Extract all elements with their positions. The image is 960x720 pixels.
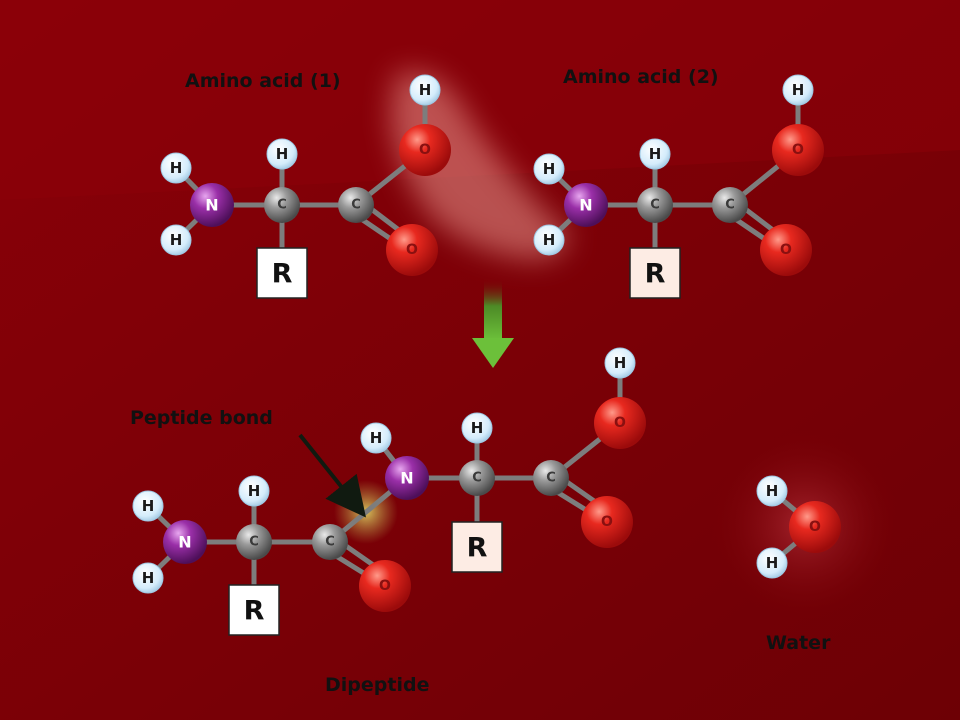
hydrogen-atom: H	[132, 562, 164, 594]
nitrogen-atom: N	[564, 183, 608, 227]
hydrogen-atom: H	[604, 347, 636, 379]
svg-text:H: H	[766, 482, 779, 500]
svg-text:C: C	[277, 198, 287, 213]
svg-text:H: H	[248, 482, 261, 500]
hydrogen-atom: H	[782, 74, 814, 106]
carbon-atom: C	[312, 524, 348, 560]
hydrogen-atom: H	[132, 490, 164, 522]
svg-text:C: C	[351, 198, 361, 213]
amino-acid-1: H H H H N C C O O R	[160, 74, 451, 299]
hydrogen-atom: H	[238, 475, 270, 507]
carbon-atom: C	[338, 187, 374, 223]
amino-acid-2: H H H H N C C O O R	[533, 74, 824, 299]
svg-text:H: H	[142, 497, 155, 515]
svg-text:H: H	[766, 554, 779, 572]
svg-text:H: H	[142, 569, 155, 587]
svg-text:O: O	[780, 242, 792, 258]
svg-text:C: C	[472, 471, 482, 486]
dipeptide: H H H H H H N N C C C C O O O R R	[132, 347, 646, 636]
carbon-atom: C	[533, 460, 569, 496]
water-molecule: H H O	[756, 475, 841, 579]
water-removal-highlight	[390, 72, 570, 260]
hydrogen-atom: H	[160, 224, 192, 256]
svg-text:H: H	[471, 419, 484, 437]
svg-text:C: C	[249, 535, 259, 550]
r-group-box: R	[228, 584, 280, 636]
oxygen-atom: O	[386, 224, 438, 276]
r-group-box: R	[256, 247, 308, 299]
oxygen-atom: O	[760, 224, 812, 276]
oxygen-atom: O	[772, 124, 824, 176]
nitrogen-atom: N	[163, 520, 207, 564]
svg-text:H: H	[543, 160, 556, 178]
carbon-atom: C	[236, 524, 272, 560]
carbon-atom: C	[712, 187, 748, 223]
hydrogen-atom: H	[409, 74, 441, 106]
oxygen-atom: O	[594, 397, 646, 449]
svg-text:O: O	[614, 415, 626, 431]
nitrogen-atom: N	[190, 183, 234, 227]
svg-text:O: O	[601, 514, 613, 530]
svg-text:R: R	[467, 533, 488, 564]
svg-text:H: H	[792, 81, 805, 99]
oxygen-atom: O	[581, 496, 633, 548]
carbon-atom: C	[459, 460, 495, 496]
svg-text:C: C	[325, 535, 335, 550]
hydrogen-atom: H	[461, 412, 493, 444]
svg-text:H: H	[370, 429, 383, 447]
hydrogen-atom: H	[639, 138, 671, 170]
svg-text:O: O	[406, 242, 418, 258]
svg-text:N: N	[205, 196, 218, 215]
carbon-atom: C	[264, 187, 300, 223]
svg-text:C: C	[650, 198, 660, 213]
svg-text:H: H	[419, 81, 432, 99]
svg-text:R: R	[645, 259, 666, 290]
svg-text:R: R	[244, 596, 265, 627]
svg-text:R: R	[272, 259, 293, 290]
hydrogen-atom: H	[756, 475, 788, 507]
svg-text:O: O	[379, 578, 391, 594]
oxygen-atom: O	[359, 560, 411, 612]
hydrogen-atom: H	[533, 224, 565, 256]
svg-text:O: O	[809, 519, 821, 535]
label-peptide-bond: Peptide bond	[130, 407, 273, 429]
oxygen-atom: O	[399, 124, 451, 176]
label-dipeptide: Dipeptide	[325, 674, 429, 696]
reaction-arrow	[472, 278, 514, 368]
svg-text:N: N	[400, 469, 413, 488]
svg-text:H: H	[170, 159, 183, 177]
svg-text:O: O	[419, 142, 431, 158]
label-amino-acid-1: Amino acid (1)	[185, 70, 341, 92]
r-group-box: R	[451, 521, 503, 573]
r-group-box: R	[629, 247, 681, 299]
nitrogen-atom: N	[385, 456, 429, 500]
carbon-atom: C	[637, 187, 673, 223]
svg-text:H: H	[170, 231, 183, 249]
hydrogen-atom: H	[360, 422, 392, 454]
svg-text:H: H	[276, 145, 289, 163]
svg-text:H: H	[614, 354, 627, 372]
hydrogen-atom: H	[160, 152, 192, 184]
svg-text:C: C	[546, 471, 556, 486]
hydrogen-atom: H	[533, 153, 565, 185]
hydrogen-atom: H	[756, 547, 788, 579]
svg-text:N: N	[579, 196, 592, 215]
label-water: Water	[766, 632, 831, 654]
svg-text:H: H	[543, 231, 556, 249]
svg-text:C: C	[725, 198, 735, 213]
hydrogen-atom: H	[266, 138, 298, 170]
svg-text:N: N	[178, 533, 191, 552]
svg-text:O: O	[792, 142, 804, 158]
oxygen-atom: O	[789, 501, 841, 553]
background-band	[0, 0, 960, 200]
svg-text:H: H	[649, 145, 662, 163]
label-amino-acid-2: Amino acid (2)	[563, 66, 719, 88]
peptide-bond-pointer	[298, 433, 366, 518]
